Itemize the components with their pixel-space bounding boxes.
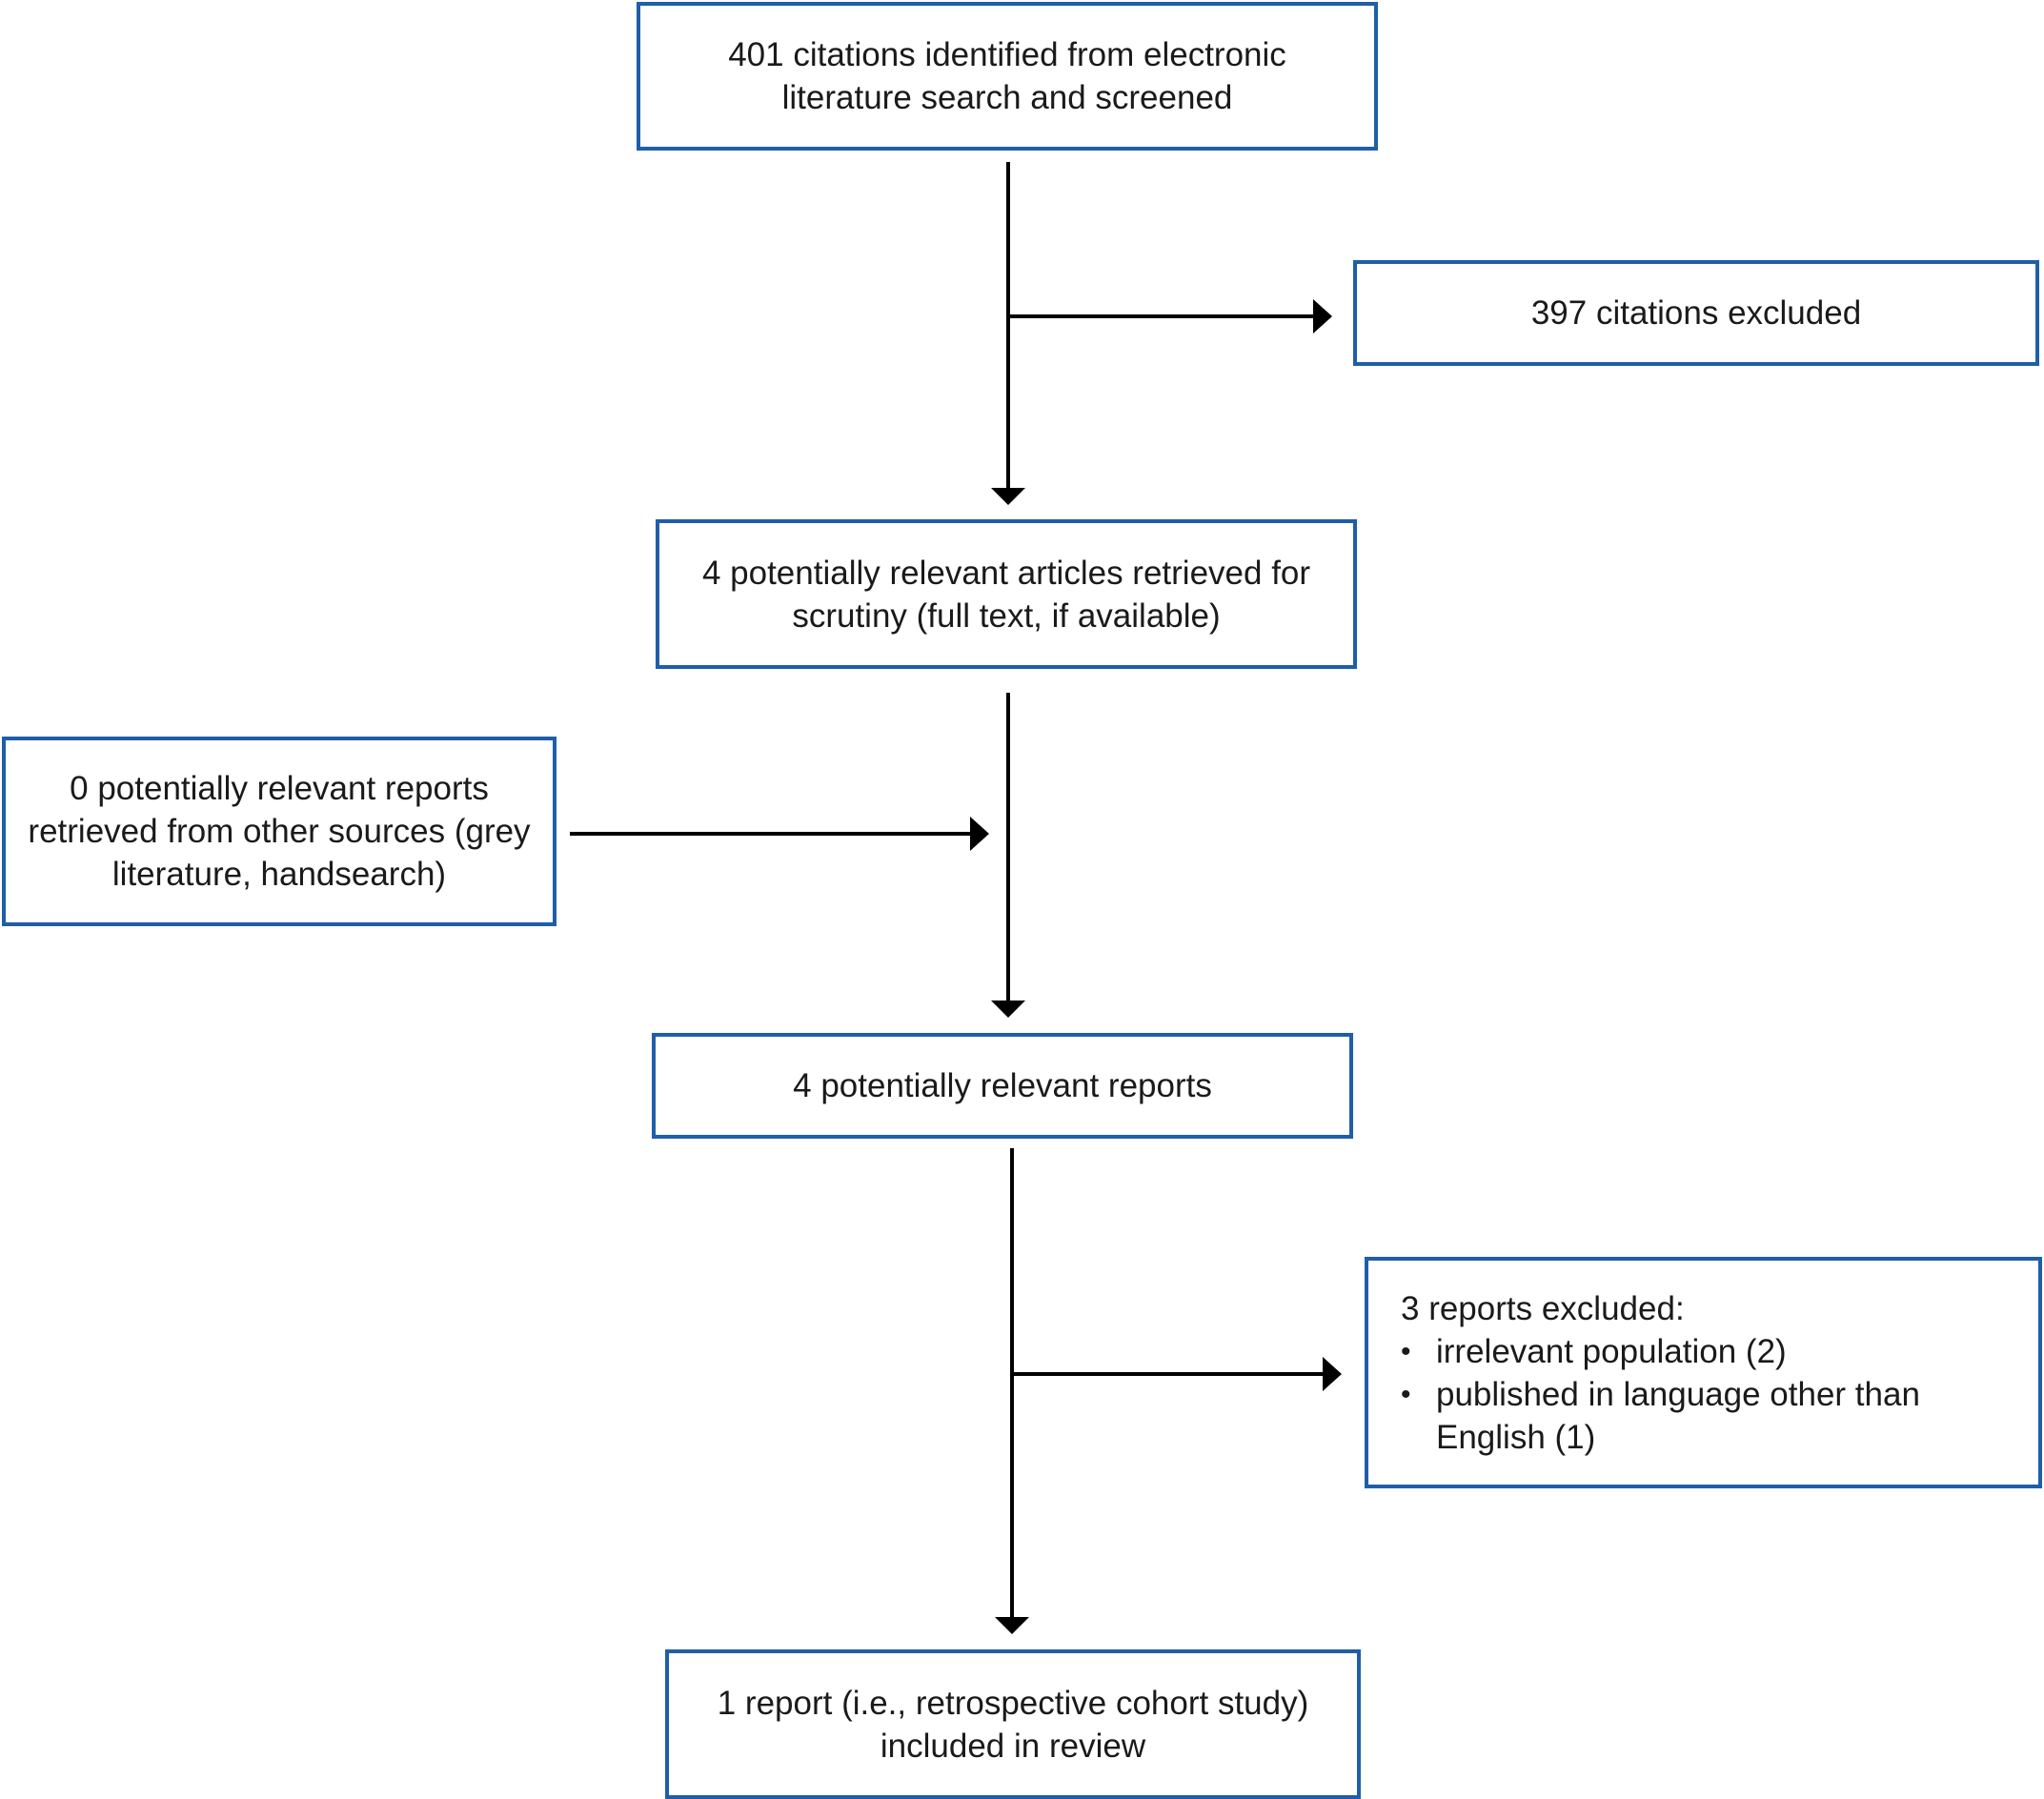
arrowhead-to-retrieved <box>991 488 1025 505</box>
retrieved-articles-text: 4 potentially relevant articles retrieve… <box>701 554 1311 635</box>
other-sources-text: 0 potentially relevant reports retrieved… <box>28 770 531 893</box>
included-report-box: 1 report (i.e., retrospective cohort stu… <box>665 1649 1361 1799</box>
excluded-reports-heading: 3 reports excluded: <box>1401 1289 1685 1327</box>
excluded-citations-text: 397 citations excluded <box>1530 294 1862 332</box>
exclusion-reason: published in language other than English… <box>1401 1373 2006 1459</box>
exclusion-reasons-list: irrelevant population (2) published in l… <box>1401 1330 2006 1459</box>
other-sources-box: 0 potentially relevant reports retrieved… <box>2 737 557 926</box>
retrieved-articles-box: 4 potentially relevant articles retrieve… <box>656 519 1357 669</box>
exclusion-reason: irrelevant population (2) <box>1401 1330 2006 1373</box>
arrowhead-from-other-sources <box>970 817 989 851</box>
included-report-text: 1 report (i.e., retrospective cohort stu… <box>717 1684 1309 1765</box>
identified-citations-text: 401 citations identified from electronic… <box>728 36 1286 116</box>
arrowhead-to-reports <box>991 1001 1025 1018</box>
identified-citations-box: 401 citations identified from electronic… <box>637 2 1378 151</box>
arrowhead-to-excluded-citations <box>1313 299 1332 334</box>
relevant-reports-text: 4 potentially relevant reports <box>793 1067 1212 1104</box>
arrowhead-to-excluded-reports <box>1323 1357 1342 1391</box>
excluded-reports-box: 3 reports excluded: irrelevant populatio… <box>1365 1257 2042 1488</box>
relevant-reports-box: 4 potentially relevant reports <box>652 1033 1353 1139</box>
excluded-citations-box: 397 citations excluded <box>1353 260 2039 366</box>
excluded-reports-content: 3 reports excluded: irrelevant populatio… <box>1401 1287 2006 1459</box>
arrowhead-to-included <box>995 1617 1029 1634</box>
